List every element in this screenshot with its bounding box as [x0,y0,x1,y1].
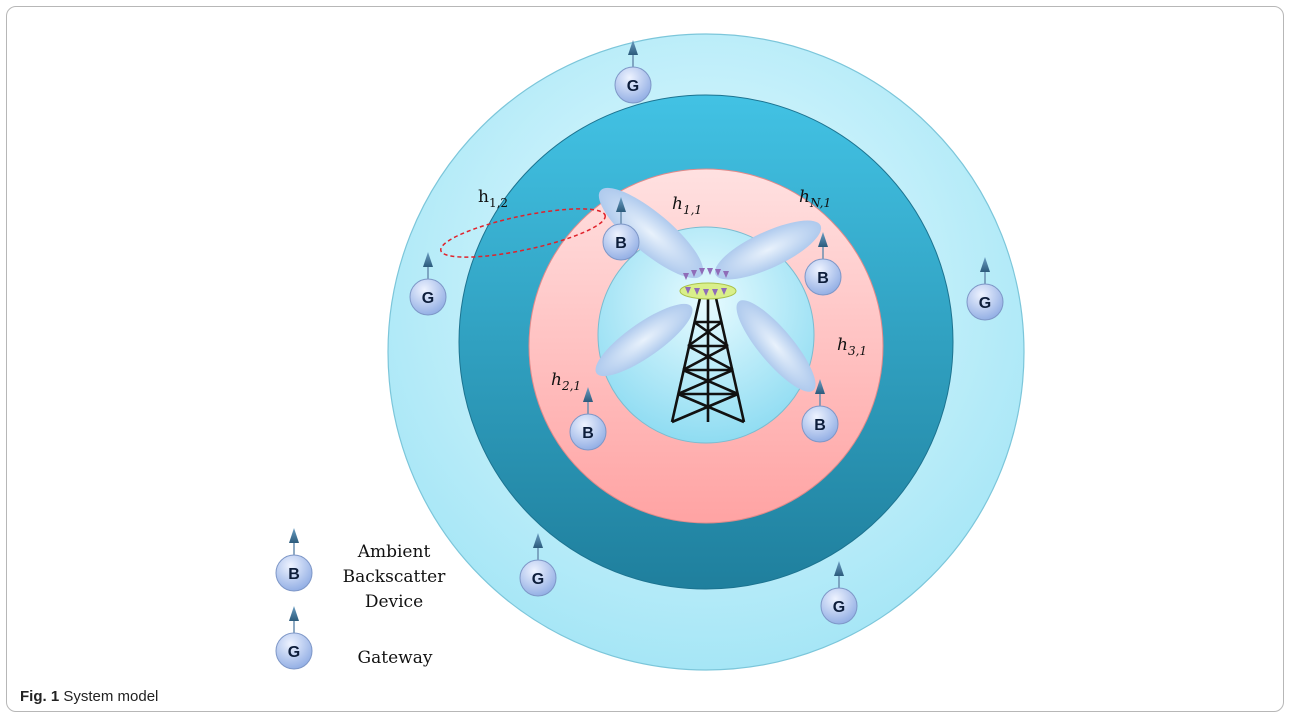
node-letter-b: B [817,270,829,287]
base-station-tower [670,297,746,424]
backscatter-device: B [602,196,640,261]
backscatter-device: B [804,231,842,296]
beam-to-device-3 [736,300,816,392]
channel-label-h11: h1,1 [672,194,702,217]
legend: B Ambient Backscatter Device G Gateway [275,527,447,670]
gateway-device: G [614,39,652,104]
node-letter-g: G [833,599,845,616]
channel-label-h12: h1,2 [478,187,508,210]
antenna-array [679,268,737,300]
gateway-device: G [820,560,858,625]
backscatter-device: B [801,378,839,443]
node-letter-b: B [582,425,594,442]
caption-text: System model [63,688,159,705]
channel-label-h21: h2,1 [551,370,581,393]
node-letter-g: G [979,295,991,312]
beam-to-device-2 [595,303,693,377]
node-letter-g: G [627,78,639,95]
center-disc [597,226,815,444]
legend-gateway-symbol: G [275,605,313,670]
legend-backscatter-line-1: Ambient [357,542,431,562]
node-letter-g: G [422,290,434,307]
figure-caption: Fig. 1 System model [20,688,158,705]
node-letter-g: G [288,644,300,661]
gateway-device: G [519,532,557,597]
channel-label-h31: h3,1 [837,335,867,358]
beam-to-device-n [714,220,822,280]
backscatter-link-dashed [440,208,606,258]
channel-label-hN1: hN,1 [799,187,831,210]
node-letter-b: B [615,235,627,252]
node-letter-b: B [288,566,300,583]
legend-backscatter-line-3: Device [365,592,423,612]
legend-gateway-label: Gateway [358,648,433,668]
backscatter-device: B [569,386,607,451]
gateway-device: G [966,256,1004,321]
node-letter-b: B [814,417,826,434]
caption-label: Fig. 1 [20,688,60,705]
gateway-device: G [409,251,447,316]
node-letter-g: G [532,571,544,588]
legend-backscatter-line-2: Backscatter [343,567,447,587]
legend-backscatter-symbol: B [275,527,313,592]
